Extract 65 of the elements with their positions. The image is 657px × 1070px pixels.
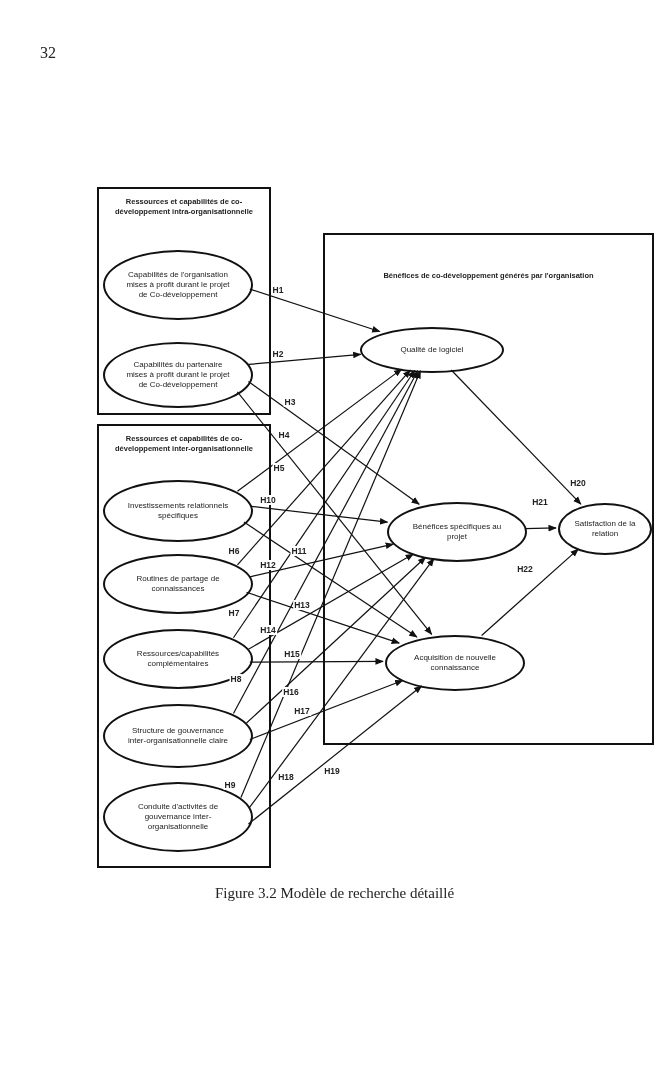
edge-label: H13 — [293, 600, 311, 611]
edge-label: H12 — [259, 559, 277, 570]
arrow — [247, 553, 414, 650]
arrow — [450, 369, 582, 505]
edge-label: H14 — [259, 624, 277, 635]
edge-label: H15 — [283, 648, 301, 659]
construct-label: Satisfaction de la relation — [573, 519, 637, 539]
edge-label: H1 — [271, 285, 285, 296]
edge-label: H18 — [277, 772, 295, 783]
arrow — [236, 391, 433, 635]
arrow — [249, 658, 384, 665]
arrow — [236, 369, 411, 566]
arrow — [247, 685, 423, 825]
edge-label: H21 — [531, 497, 549, 508]
arrow — [481, 548, 579, 637]
arrow — [245, 591, 400, 644]
edge-label: H9 — [223, 780, 237, 791]
edge-label: H2 — [271, 348, 285, 359]
arrow — [232, 369, 416, 639]
construct-ellipse — [387, 502, 527, 562]
figure-caption: Figure 3.2 Modèle de recherche détaillé — [215, 885, 455, 902]
edge-label: H8 — [229, 673, 243, 684]
construct-label: Structure de gouvernance inter-organisationnelle claire — [126, 726, 230, 746]
construct-ellipse — [558, 503, 652, 555]
construct-ellipse — [385, 635, 525, 691]
edge-label: H22 — [516, 563, 534, 574]
construct-label: Bénéfices spécifiques au projet — [411, 522, 503, 542]
arrow — [249, 679, 404, 741]
construct-label: Qualité de logiciel — [400, 345, 464, 355]
construct-label: Capabilités du partenaire mises à profit durant le projet de Co-développement — [125, 360, 231, 390]
arrow — [249, 542, 395, 578]
arrow — [249, 288, 381, 333]
arrow — [240, 370, 421, 799]
edge-label: H6 — [227, 545, 241, 556]
edge-label: H3 — [283, 396, 297, 407]
construct-ellipse — [103, 554, 253, 614]
construct-label: Ressources/capabilités complémentaires — [135, 649, 221, 669]
arrow — [247, 351, 362, 366]
edge-label: H11 — [290, 545, 308, 556]
edge-label: H5 — [272, 463, 286, 474]
group-frame — [97, 187, 271, 415]
arrow — [236, 368, 403, 492]
edge-label: H16 — [282, 687, 300, 697]
construct-label: Conduite d'activités de gouvernance inter-organisationnelle — [136, 802, 220, 832]
arrow — [524, 524, 557, 532]
arrow — [243, 521, 418, 638]
construct-label: Capabilités de l'organisation mises à profit durant le projet de Co-développement — [125, 270, 231, 300]
construct-label: Routines de partage de connaissances — [135, 574, 221, 594]
construct-ellipse — [103, 704, 253, 768]
arrow — [250, 505, 389, 525]
edge-label: H4 — [277, 430, 291, 441]
arrow — [245, 556, 427, 724]
group-frame — [323, 233, 654, 745]
edge-label: H10 — [259, 495, 277, 506]
edge-label: H7 — [227, 608, 241, 619]
edge-label: H20 — [569, 477, 587, 488]
arrow — [247, 380, 420, 505]
edge-label: H17 — [293, 706, 311, 717]
arrow — [232, 369, 419, 715]
edge-label: H19 — [323, 766, 341, 776]
construct-label: Investissements relationnels spécifiques — [126, 501, 230, 521]
arrow — [248, 557, 435, 809]
construct-ellipse — [103, 629, 253, 689]
page-number: 32 — [40, 44, 56, 62]
construct-label: Acquisition de nouvelle connaissance — [413, 653, 497, 673]
